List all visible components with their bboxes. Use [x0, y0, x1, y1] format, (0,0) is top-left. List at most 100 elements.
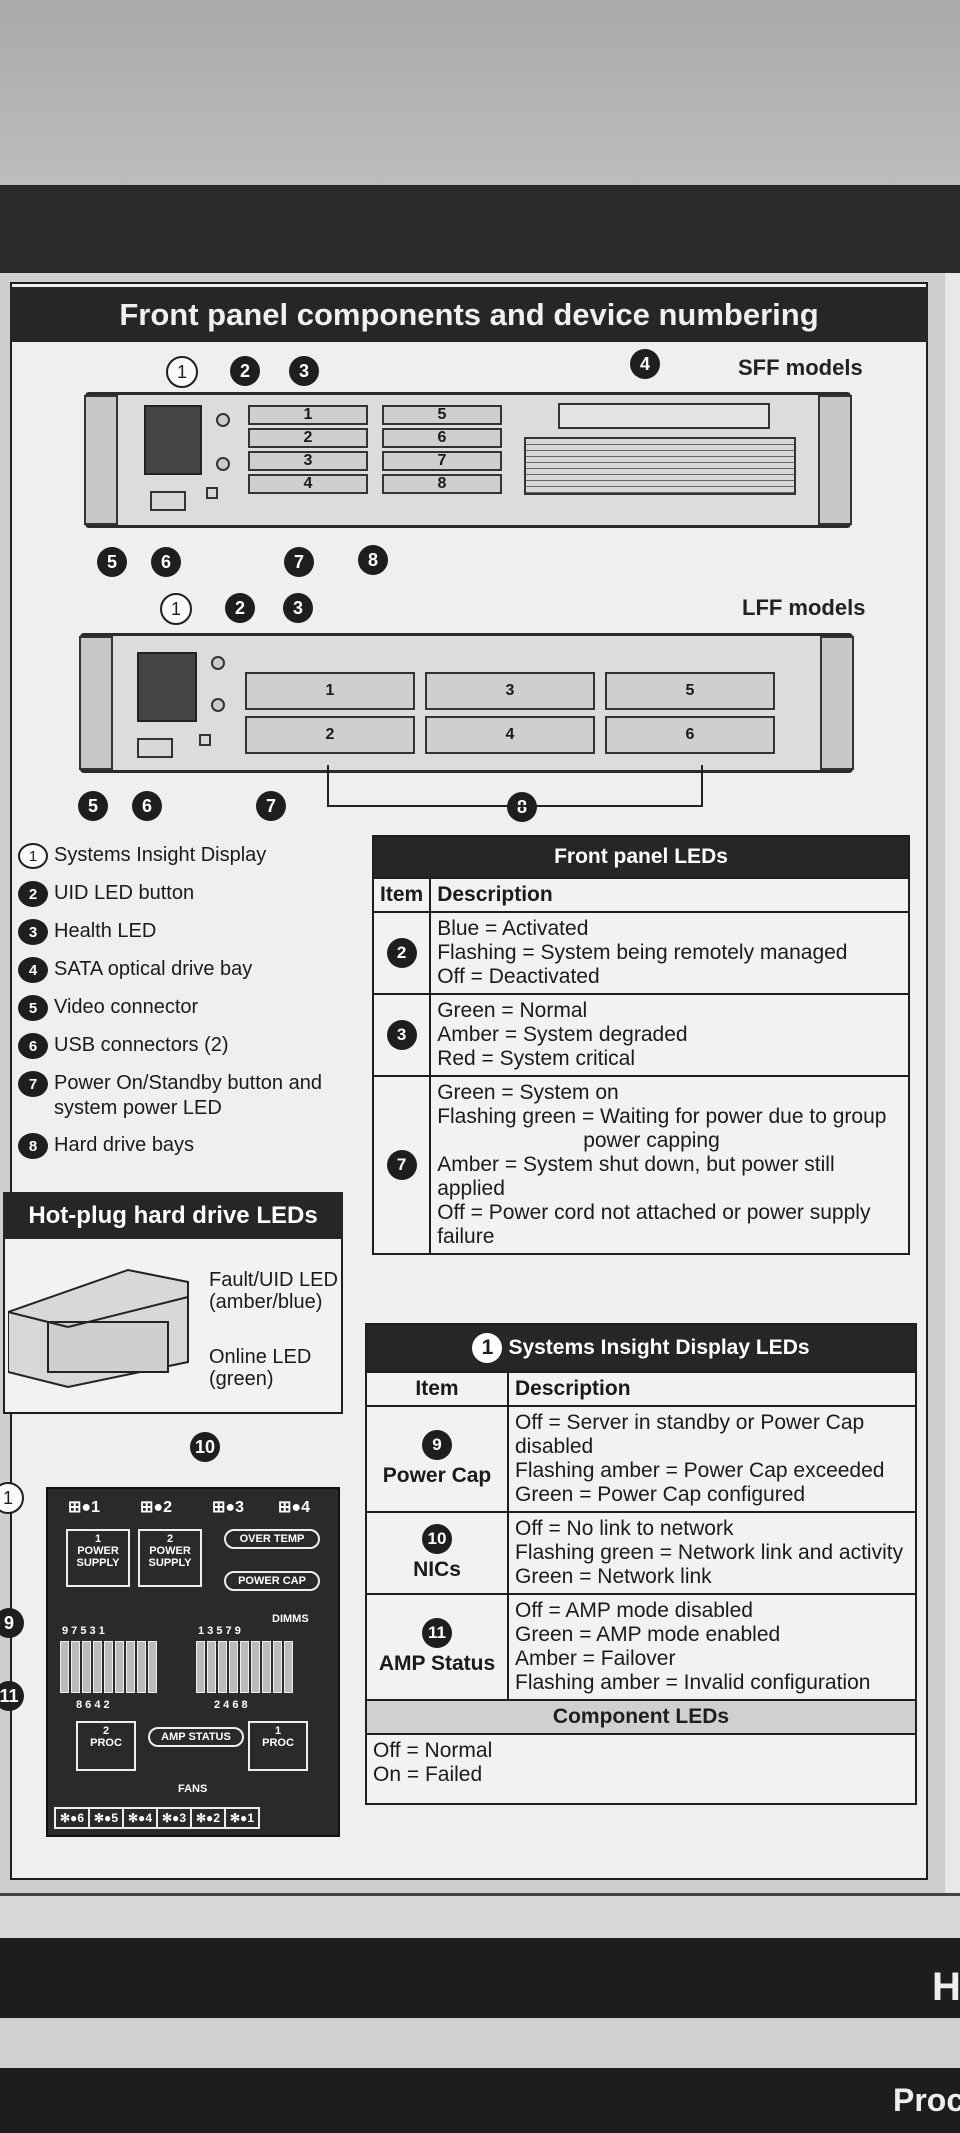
sff-bay: 5: [382, 405, 502, 425]
sff-bay: 7: [382, 451, 502, 471]
column-header-item: Item: [371, 877, 432, 913]
over-temp-led: OVER TEMP: [224, 1529, 320, 1549]
legend-label: USB connectors (2): [54, 1034, 229, 1056]
description-line: Off = Server in standby or Power Cap dis…: [515, 1411, 865, 1458]
table-row: 3 Green = Normal Amber = System degraded…: [371, 993, 910, 1077]
proc-label: PROC: [90, 1737, 122, 1749]
item-name: AMP Status: [378, 1652, 496, 1675]
nic-led: ⊞●4: [278, 1499, 310, 1516]
dimms-label: DIMMS: [272, 1613, 309, 1625]
description-line: On = Failed: [373, 1763, 483, 1786]
sff-bay: 6: [382, 428, 502, 448]
power-supply-led: 2 POWER SUPPLY: [138, 1529, 202, 1587]
fan-led: ✻●6: [56, 1809, 90, 1827]
nic-number: 2: [163, 1499, 172, 1516]
dimm-numbers: 2 4 6 8: [214, 1699, 248, 1711]
power-button-icon: [211, 698, 225, 712]
description-line: Flashing amber = Invalid configuration: [515, 1671, 871, 1694]
callout-5: 5: [97, 547, 127, 577]
systems-insight-display-panel: ⊞●1 ⊞●2 ⊞●3 ⊞●4 1 POWER SUPPLY 2 POWER S…: [46, 1487, 340, 1837]
proc-led: 2 PROC: [76, 1721, 136, 1771]
legend-marker: 5: [18, 995, 48, 1021]
caption-text: Systems Insight Display LEDs: [508, 1336, 810, 1359]
fault-uid-led-label: Fault/UID LED (amber/blue): [209, 1269, 338, 1313]
legend-label: Systems Insight Display: [54, 844, 267, 866]
table-row: 7 Green = System on Flashing green = Wai…: [371, 1075, 910, 1255]
table-caption: Front panel LEDs: [372, 835, 910, 879]
nic-led: ⊞●1: [68, 1499, 100, 1516]
callout-1: 1: [0, 1482, 24, 1514]
description-line: Off = AMP mode disabled: [515, 1599, 753, 1622]
column-header-description: Description: [507, 1371, 917, 1407]
dimm-leds-left: [60, 1641, 157, 1693]
video-connector-icon: [137, 738, 173, 758]
vent-grille: [524, 437, 796, 495]
fan-leds: ✻●6 ✻●5 ✻●4 ✻●3 ✻●2 ✻●1: [54, 1807, 260, 1829]
callout-1: 1: [166, 356, 198, 388]
callout-10: 10: [190, 1432, 220, 1462]
chassis-ear-right: [820, 636, 854, 770]
description-line: Green = Power Cap configured: [515, 1483, 806, 1506]
lff-bay: 6: [605, 716, 775, 754]
item-marker: 7: [386, 1150, 417, 1180]
callout-6: 6: [151, 547, 181, 577]
video-connector-icon: [150, 491, 186, 511]
sff-models-label: SFF models: [738, 355, 863, 380]
page-header-band: [0, 185, 960, 273]
lff-models-label: LFF models: [742, 595, 866, 620]
legend-label: Hard drive bays: [54, 1134, 195, 1156]
chassis-ear-left: [84, 395, 118, 525]
led-number: 1: [94, 1533, 102, 1545]
power-supply-led: 1 POWER SUPPLY: [66, 1529, 130, 1587]
description-line: Amber = System shut down, but power stil…: [437, 1153, 835, 1200]
next-section-band: [0, 1938, 960, 2018]
led-number: 1: [274, 1725, 282, 1737]
description-line: power capping: [583, 1129, 720, 1152]
description-line: Green = AMP mode enabled: [515, 1623, 781, 1646]
usb-connector-icon: [199, 734, 211, 746]
description-line: Red = System critical: [437, 1047, 635, 1070]
legend-item: 1 Systems Insight Display: [18, 843, 358, 869]
legend-marker: 1: [18, 843, 48, 869]
legend-marker: 7: [18, 1071, 48, 1097]
legend-marker: 3: [18, 919, 48, 945]
table-row: 2 Blue = Activated Flashing = System bei…: [371, 911, 910, 995]
description-line: Flashing = System being remotely managed: [437, 941, 848, 964]
next-section-heading: H: [932, 1965, 960, 2009]
description-line: Amber = Failover: [515, 1647, 676, 1670]
sheet-edge: [945, 273, 960, 1893]
item-marker: 3: [386, 1020, 417, 1050]
description-line: Off = Normal: [373, 1739, 493, 1762]
description-line: Amber = System degraded: [437, 1023, 688, 1046]
hotplug-title: Hot-plug hard drive LEDs: [3, 1192, 343, 1239]
description-line: Flashing amber = Power Cap exceeded: [515, 1459, 885, 1482]
component-leds-caption: Component LEDs: [365, 1699, 917, 1735]
proc-label: PROC: [262, 1737, 294, 1749]
sff-chassis: 1 2 3 4 5 6 7 8: [84, 392, 852, 528]
sff-bay: 4: [248, 474, 368, 494]
callout-8: 8: [358, 545, 388, 575]
description-line: Flashing green = Waiting for power due t…: [437, 1105, 887, 1128]
callout-3: 3: [283, 593, 313, 623]
sff-bay: 1: [248, 405, 368, 425]
fan-led: ✻●4: [124, 1809, 158, 1827]
legend-label: Video connector: [54, 996, 199, 1018]
led-number: 2: [102, 1725, 110, 1737]
item-marker: 10: [422, 1524, 452, 1554]
legend-label: Power On/Standby button and system power…: [54, 1072, 322, 1119]
bay-bracket: [327, 765, 703, 807]
uid-button-icon: [216, 413, 230, 427]
next-section-heading: Proc: [893, 2082, 960, 2118]
page-title: Front panel components and device number…: [10, 287, 928, 342]
callout-2: 2: [225, 593, 255, 623]
description-line: Green = Normal: [437, 999, 588, 1022]
caption-marker: 1: [472, 1333, 503, 1363]
power-supply-label: POWER SUPPLY: [76, 1545, 120, 1569]
